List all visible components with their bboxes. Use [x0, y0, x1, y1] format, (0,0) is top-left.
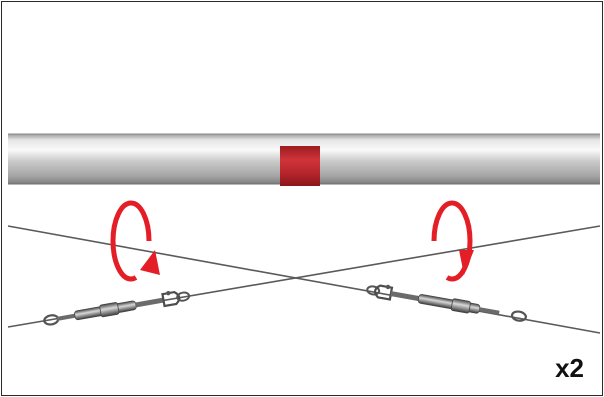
turnbuckle-left: [43, 290, 191, 326]
center-marker: [280, 146, 320, 186]
quantity-multiplier-label: x2: [555, 353, 584, 383]
cable-left-to-right: [7, 225, 601, 334]
turnbuckle-right: [366, 284, 527, 322]
rotate-arrow-left: [110, 200, 160, 282]
rotate-arrow-right: [431, 200, 474, 282]
